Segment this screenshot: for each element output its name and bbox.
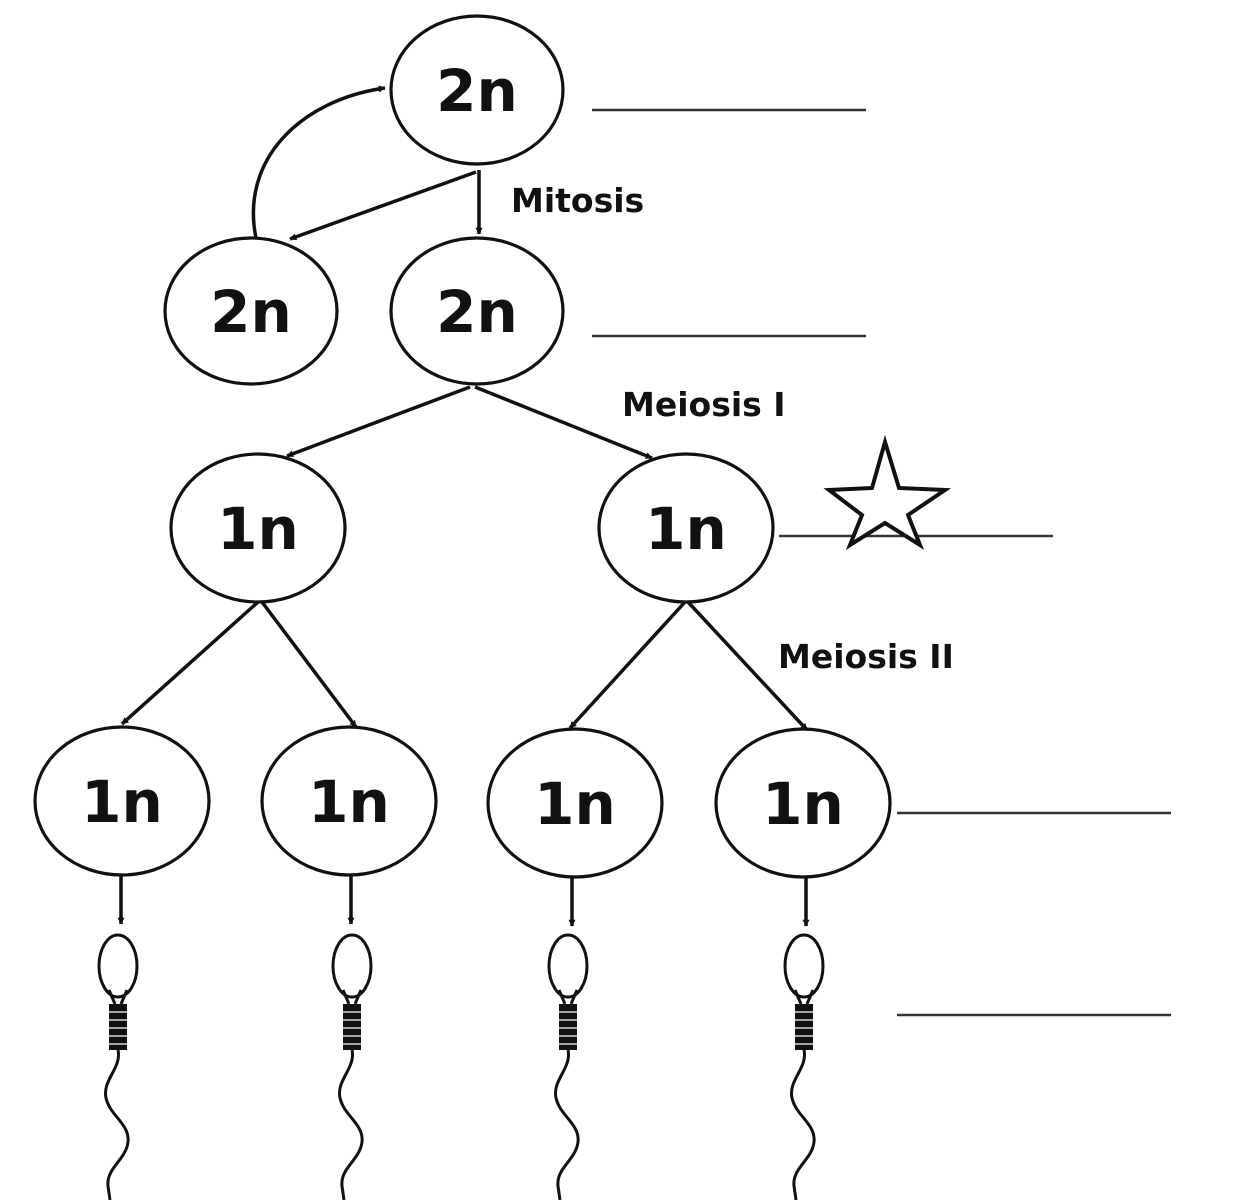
cell-meiosis1-left-label: 1n [217,495,299,563]
sperm-cells [97,933,825,1200]
cell-meiosis2-c: 1n [486,727,664,879]
cell-mitosis-right-label: 2n [436,278,518,346]
cell-top: 2n [389,14,565,166]
cell-mitosis-left-label: 2n [210,278,292,346]
cell-meiosis1-left: 1n [169,452,347,604]
sperm-cell-icon [547,933,589,1200]
meiosis2-arrow-b [260,600,358,729]
cell-mitosis-left: 2n [163,236,339,386]
star-icon [823,434,952,550]
sperm-cell-icon [97,933,139,1200]
cell-meiosis2-d-label: 1n [762,770,844,838]
meiosis1-arrow-right [474,385,653,460]
sperm-cell-icon [783,933,825,1200]
cell-meiosis2-a-label: 1n [81,768,163,836]
meiosis-2-label: Meiosis II [778,637,954,676]
cell-meiosis1-right: 1n [597,452,775,604]
cell-meiosis1-right-label: 1n [645,495,727,563]
cell-meiosis2-d: 1n [714,727,892,879]
mitosis-arrow-left [289,170,477,241]
arrows [117,85,810,927]
meiosis2-arrow-c [568,600,687,730]
cell-mitosis-right: 2n [389,236,565,386]
sperm-cell-icon [331,933,373,1200]
cell-meiosis2-b-label: 1n [308,768,390,836]
mitosis-label: Mitosis [511,181,644,220]
cell-meiosis2-b: 1n [260,725,438,877]
cell-top-label: 2n [436,57,518,125]
meiosis2-arrow-d [686,600,809,732]
meiosis-1-label: Meiosis I [622,385,786,424]
self-renewal-arrow [251,85,386,239]
cell-meiosis2-c-label: 1n [534,770,616,838]
meiosis1-arrow-left [286,385,471,458]
meiosis2-arrow-a [120,600,260,726]
cell-meiosis2-a: 1n [33,725,211,877]
